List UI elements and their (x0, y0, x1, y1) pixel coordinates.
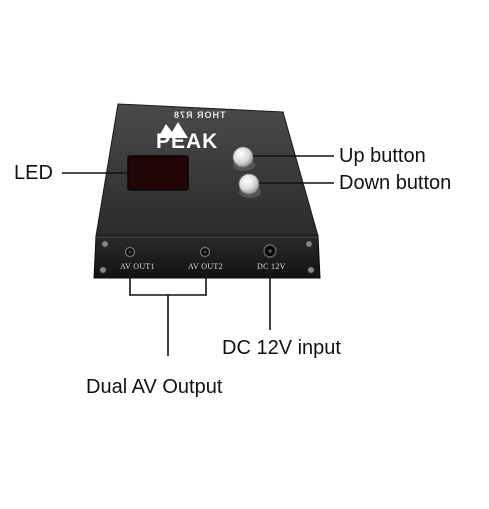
screw-icon (101, 240, 109, 248)
brand-text: PEAK (156, 130, 219, 153)
callout-led: LED (14, 162, 53, 184)
callout-dc-input: DC 12V input (222, 337, 341, 359)
screw-icon (305, 240, 313, 248)
screw-icon (307, 266, 315, 274)
up-button (232, 146, 254, 168)
port-label-av-out2: AV OUT2 (188, 262, 223, 271)
model-text: THOR R78 (173, 110, 226, 120)
leader-lines (62, 155, 334, 356)
port-label-av-out1: AV OUT1 (120, 262, 155, 271)
screw-icon (99, 266, 107, 274)
callout-up-button: Up button (339, 145, 426, 167)
port-label-dc-12v: DC 12V (257, 262, 286, 271)
device-front-face (93, 235, 321, 279)
down-button (238, 173, 260, 195)
callout-dual-av: Dual AV Output (86, 376, 223, 398)
callout-down-button: Down button (339, 172, 452, 194)
peak-logo-mountain (158, 122, 188, 138)
led-display (127, 155, 189, 191)
dual-av-bracket (129, 276, 207, 296)
